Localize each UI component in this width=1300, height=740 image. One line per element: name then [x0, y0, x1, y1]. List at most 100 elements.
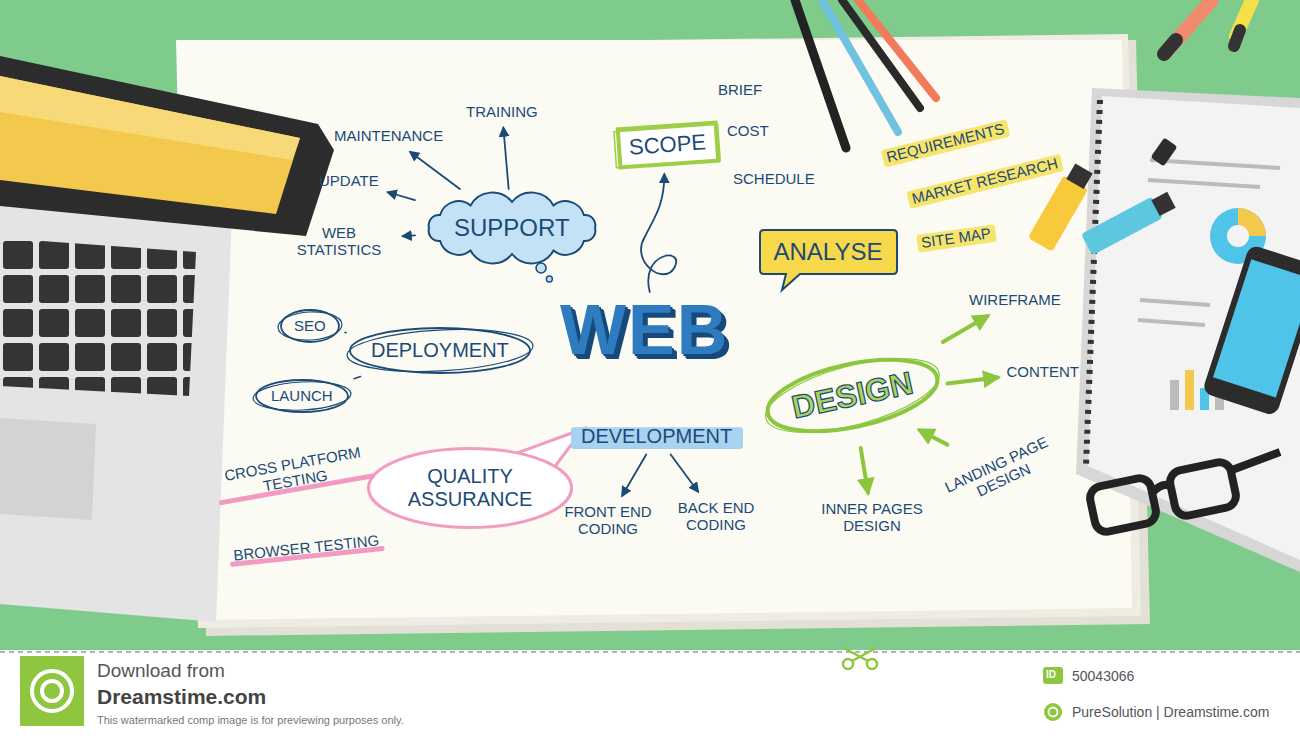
topic-text: CONTENT	[1003, 361, 1084, 383]
node-text-group: SCOPE	[628, 129, 707, 160]
pen	[858, 0, 936, 98]
node-label: INNER PAGES DESIGN	[812, 500, 932, 535]
node-text-group: DEPLOYMENT	[371, 339, 509, 362]
footer-text: This watermarked comp image is for previ…	[97, 714, 404, 727]
text-line	[1140, 300, 1210, 305]
node-label: SUPPORT	[454, 214, 570, 242]
connector-arrow	[641, 175, 676, 292]
node-label: CROSS PLATFORM TESTING	[217, 442, 371, 502]
scissors-ring	[867, 659, 877, 669]
phone	[1202, 244, 1300, 416]
node-label: BACK END CODING	[666, 499, 766, 534]
topic-text: MAINTENANCE	[330, 125, 448, 147]
glasses	[1088, 452, 1280, 534]
highlighted-item: MARKET RESEARCH	[906, 151, 1065, 211]
node-text-group: DEVELOPMENT	[581, 425, 732, 448]
node-label: QUALITY ASSURANCE	[395, 465, 545, 511]
scissors-icon	[843, 648, 877, 669]
node-text-group: UPDATE	[319, 172, 379, 189]
ellipse-outline	[277, 310, 342, 341]
topic-text: FRONT END CODING	[554, 501, 662, 540]
highlighted-item: SITE MAP	[915, 222, 996, 255]
scope-item: SCHEDULE	[733, 170, 815, 187]
cloud-tail	[536, 263, 546, 273]
connector-arrow	[861, 448, 868, 493]
laptop-trackpad	[0, 418, 96, 520]
pen-cap	[1151, 138, 1178, 167]
connector-arrow	[671, 455, 698, 492]
connector-arrow	[920, 430, 948, 444]
topic-text: WEB STATISTICS	[280, 222, 398, 261]
node-text-group: CROSS PLATFORM TESTING	[217, 442, 371, 502]
laptop-keyboard	[0, 238, 196, 396]
node-label: TRAINING	[466, 103, 538, 120]
ellipse-node: DESIGN	[760, 345, 945, 445]
node-text-group: LANDING PAGE DESIGN	[929, 427, 1070, 517]
text-line	[1148, 180, 1260, 187]
footer-text: 50043066	[1072, 668, 1134, 684]
bubble-outline	[760, 230, 897, 290]
highlighter-cap	[1151, 192, 1175, 216]
notebook-spiral	[1086, 100, 1100, 466]
footer-text: ID	[1046, 669, 1056, 681]
connector-arrow	[354, 377, 361, 379]
logo	[20, 656, 84, 726]
highlighted-item: REQUIREMENTS	[880, 117, 1010, 170]
connector-arrow	[345, 332, 346, 334]
copyright-badge	[1044, 703, 1062, 721]
node-label: LAUNCH	[271, 387, 333, 404]
connector-arrow	[410, 152, 459, 189]
cloud-tail	[546, 276, 552, 282]
node-text-group: INNER PAGES DESIGN	[812, 500, 932, 535]
bar	[1185, 370, 1194, 410]
scissors-ring	[843, 659, 853, 669]
node-label: ANALYSE	[774, 238, 883, 266]
highlighter-cap	[1066, 163, 1092, 189]
highlight-band	[906, 154, 1064, 209]
scope-item: COST	[727, 122, 769, 139]
bubble-outline	[369, 449, 572, 528]
node-label: WIREFRAME	[969, 291, 1061, 308]
box-outline	[614, 124, 720, 167]
topic-text: LANDING PAGE DESIGN	[925, 423, 1076, 521]
node-label: REQUIREMENTS	[884, 120, 1005, 166]
scope-item: BRIEF	[718, 81, 762, 98]
id-badge	[1043, 667, 1063, 684]
node-label: CONTENT	[1007, 363, 1080, 380]
speech-bubble: ANALYSE	[760, 230, 897, 274]
connector-arrow	[622, 455, 646, 496]
marker-cap	[1164, 40, 1176, 54]
node-label: LANDING PAGE DESIGN	[929, 427, 1070, 517]
screen-reflection	[0, 76, 300, 160]
node-label: UPDATE	[319, 172, 379, 189]
topic-text: WIREFRAME	[965, 289, 1065, 311]
node-text-group: ANALYSE	[774, 238, 883, 266]
node-label: MAINTENANCE	[334, 127, 443, 144]
node-label: SEO	[294, 317, 326, 334]
ellipse-outline	[761, 346, 943, 444]
cloud-outline	[429, 193, 596, 264]
highlighter-body	[1081, 197, 1163, 256]
node-label: DEPLOYMENT	[371, 339, 509, 362]
highlight-band	[880, 119, 1009, 167]
node-text-group: CONTENT	[1007, 363, 1080, 380]
node-label: WEB	[560, 295, 729, 365]
phone-screen	[1213, 259, 1300, 397]
node-text-group: LAUNCH	[271, 387, 333, 404]
footer-text: Download from	[97, 660, 225, 682]
node-text-group: REQUIREMENTS	[884, 120, 1005, 166]
laptop-base	[0, 196, 232, 622]
node-label: SCOPE	[628, 129, 707, 160]
glasses-bridge	[1153, 485, 1172, 492]
topic-text: INNER PAGES DESIGN	[808, 498, 936, 537]
node-text-group: MARKET RESEARCH	[910, 154, 1059, 207]
node-text-group: WIREFRAME	[969, 291, 1061, 308]
connector-arrow	[403, 234, 415, 237]
glasses-arm	[1232, 452, 1280, 470]
highlighter	[1081, 189, 1177, 255]
ellipse-outline	[346, 325, 534, 376]
node-text-group: FRONT END CODING	[558, 503, 658, 538]
node-text-group: WEB STATISTICS	[284, 224, 394, 259]
